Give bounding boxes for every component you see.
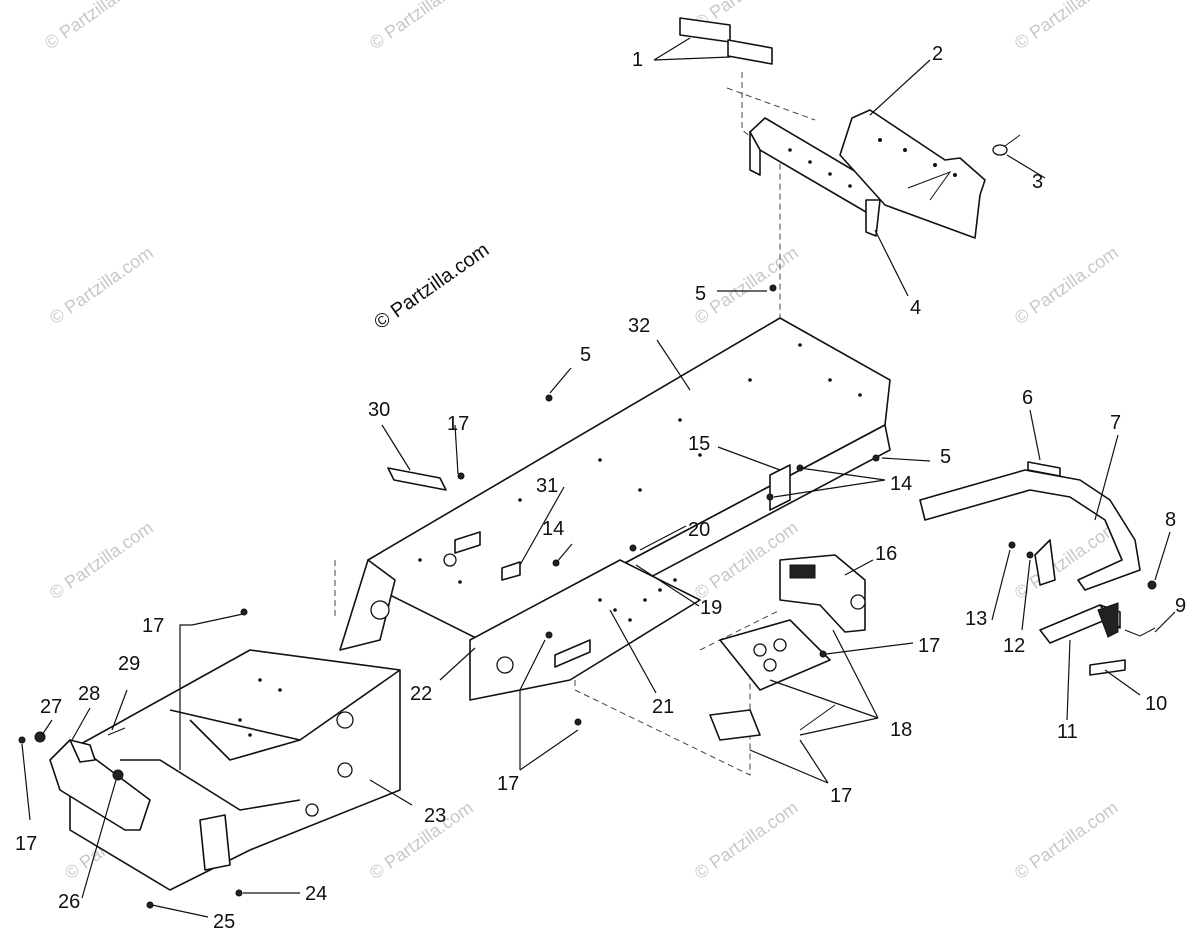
watermark-text: © Partzilla.com	[1011, 797, 1122, 883]
copyright-mark: © Partzilla.com	[370, 239, 493, 334]
callout-26: 26	[58, 891, 80, 913]
watermark-text: © Partzilla.com	[41, 0, 152, 53]
callout-19: 19	[700, 597, 722, 619]
callout-6: 6	[1022, 387, 1033, 409]
callout-17: 17	[447, 413, 469, 435]
watermark-text: © Partzilla.com	[1011, 242, 1122, 328]
watermark-text: © Partzilla.com	[1011, 517, 1122, 603]
callout-11: 11	[1057, 721, 1078, 743]
callout-12: 12	[1003, 635, 1025, 657]
cooler-block	[779, 554, 866, 633]
bracket-30	[387, 467, 447, 491]
callout-32: 32	[628, 315, 650, 337]
callout-24: 24	[305, 883, 327, 905]
callout-10: 10	[1145, 693, 1167, 715]
callout-4: 4	[910, 297, 921, 319]
callout-15: 15	[688, 433, 710, 455]
heat-exchanger-bracket	[709, 619, 836, 741]
callout-5: 5	[695, 283, 706, 305]
watermark-text: © Partzilla.com	[691, 797, 802, 883]
callout-16: 16	[875, 543, 897, 565]
bumper-hardware	[1008, 539, 1157, 590]
callout-5: 5	[940, 446, 951, 468]
rear-grip	[1039, 602, 1156, 676]
callout-22: 22	[410, 683, 432, 705]
callout-29: 29	[118, 653, 140, 675]
callout-14: 14	[542, 518, 564, 540]
callout-2: 2	[932, 43, 943, 65]
callout-9: 9	[1175, 595, 1186, 617]
callout-20: 20	[688, 519, 710, 541]
callout-17: 17	[15, 833, 37, 855]
watermark-text: © Partzilla.com	[46, 517, 157, 603]
callout-3: 3	[1032, 171, 1043, 193]
snow-flap	[839, 109, 986, 239]
decal-pair	[679, 17, 773, 65]
callout-18: 18	[890, 719, 912, 741]
watermark-text: © Partzilla.com	[366, 797, 477, 883]
callout-17: 17	[830, 785, 852, 807]
callout-5: 5	[580, 344, 591, 366]
callout-25: 25	[213, 911, 235, 933]
callout-labels: 1 2 3 4 5 5 5 6 7 8 9 10 11 12 13 14 14 …	[15, 43, 1186, 933]
callout-28: 28	[78, 683, 100, 705]
callout-27: 27	[40, 696, 62, 718]
watermark-text: © Partzilla.com	[366, 0, 477, 53]
callout-17: 17	[142, 615, 164, 637]
callout-17: 17	[497, 773, 519, 795]
callout-13: 13	[965, 608, 987, 630]
callout-17: 17	[918, 635, 940, 657]
front-bulkhead	[69, 649, 401, 891]
rear-bumper	[919, 461, 1141, 591]
callout-31: 31	[536, 475, 558, 497]
callout-8: 8	[1165, 509, 1176, 531]
callout-14: 14	[890, 473, 912, 495]
callout-21: 21	[652, 696, 674, 718]
watermark-text: © Partzilla.com	[691, 242, 802, 328]
side-panel	[469, 559, 701, 701]
callout-30: 30	[368, 399, 390, 421]
watermark-text: © Partzilla.com	[1011, 0, 1122, 53]
leader-lines	[21, 37, 1176, 918]
watermark-text: © Partzilla.com	[46, 242, 157, 328]
callout-7: 7	[1110, 412, 1121, 434]
callout-1: 1	[632, 49, 643, 71]
callout-23: 23	[424, 805, 446, 827]
flap-fastener	[992, 134, 1021, 156]
